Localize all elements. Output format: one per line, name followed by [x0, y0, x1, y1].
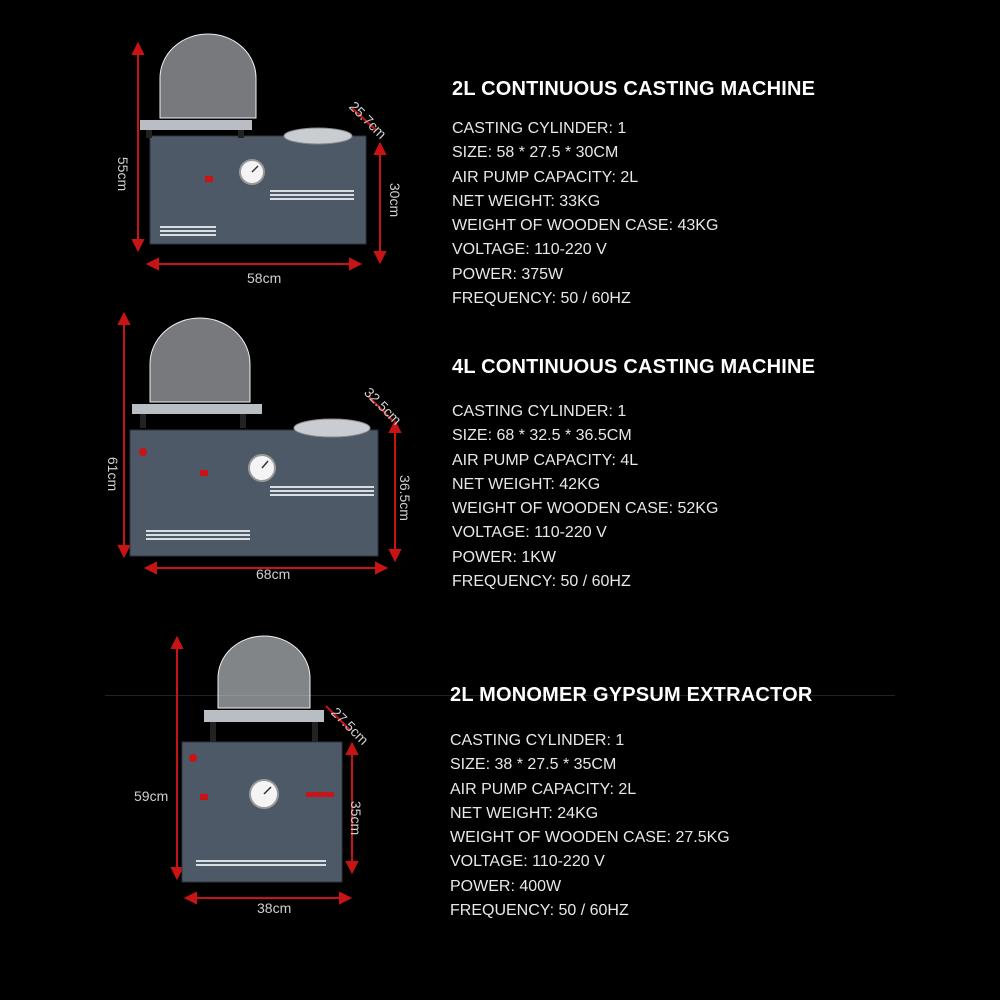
- casting-machine-2l-image: [131, 33, 387, 271]
- spec-list: CASTING CYLINDER: 1 SIZE: 58 * 27.5 * 30…: [452, 117, 718, 311]
- spec-casting-cylinder: CASTING CYLINDER: 1: [452, 120, 627, 137]
- spec-net-weight: NET WEIGHT: 24KG: [450, 804, 599, 822]
- product-2l-casting: 55cm 25.7cm 30cm 58cm 2L CONTINUOUS CAST…: [0, 0, 1000, 320]
- width-dimension-label: 58cm: [247, 270, 282, 286]
- spec-air-pump: AIR PUMP CAPACITY: 4L: [452, 451, 639, 469]
- spec-net-weight: NET WEIGHT: 42KG: [452, 475, 601, 493]
- spec-case-weight: WEIGHT OF WOODEN CASE: 52KG: [452, 500, 719, 518]
- spec-size: SIZE: 68 * 32.5 * 36.5CM: [452, 427, 632, 445]
- width-dimension-label: 38cm: [257, 900, 292, 916]
- spec-list: CASTING CYLINDER: 1 SIZE: 68 * 32.5 * 36…: [452, 400, 718, 594]
- spec-voltage: VOLTAGE: 110-220 V: [450, 853, 605, 871]
- height-dimension-label: 61cm: [105, 456, 122, 492]
- side-dimension-label: 30cm: [387, 182, 404, 218]
- spec-voltage: VOLTAGE: 110-220 V: [452, 524, 607, 542]
- gypsum-extractor-2l-image: [170, 635, 359, 905]
- height-dimension-label: 59cm: [134, 788, 169, 804]
- side-dimension-label: 35cm: [348, 800, 365, 836]
- spec-size: SIZE: 38 * 27.5 * 35CM: [450, 756, 617, 774]
- spec-net-weight: NET WEIGHT: 33KG: [452, 192, 601, 210]
- product-title: 2L CONTINUOUS CASTING MACHINE: [452, 78, 816, 100]
- spec-list: CASTING CYLINDER: 1 SIZE: 38 * 27.5 * 35…: [450, 729, 730, 923]
- product-title: 4L CONTINUOUS CASTING MACHINE: [452, 356, 816, 378]
- spec-case-weight: WEIGHT OF WOODEN CASE: 27.5KG: [450, 829, 730, 847]
- spec-air-pump: AIR PUMP CAPACITY: 2L: [450, 780, 637, 798]
- section-divider: [105, 695, 895, 696]
- spec-frequency: FREQUENCY: 50 / 60HZ: [450, 902, 629, 920]
- spec-casting-cylinder: CASTING CYLINDER: 1: [452, 403, 627, 420]
- spec-size: SIZE: 58 * 27.5 * 30CM: [452, 144, 619, 162]
- product-4l-casting: 61cm 32.5cm 36.5cm 68cm 4L CONTINUOUS CA…: [0, 300, 1000, 610]
- spec-frequency: FREQUENCY: 50 / 60HZ: [452, 573, 631, 591]
- spec-power: POWER: 1KW: [452, 548, 557, 566]
- height-dimension-label: 55cm: [115, 156, 132, 192]
- spec-frequency: FREQUENCY: 50 / 60HZ: [452, 290, 631, 308]
- spec-case-weight: WEIGHT OF WOODEN CASE: 43KG: [452, 217, 719, 235]
- spec-casting-cylinder: CASTING CYLINDER: 1: [450, 732, 625, 749]
- spec-power: POWER: 375W: [452, 265, 564, 283]
- spec-power: POWER: 400W: [450, 877, 562, 895]
- spec-voltage: VOLTAGE: 110-220 V: [452, 241, 607, 259]
- side-dimension-label: 36.5cm: [396, 475, 413, 521]
- spec-air-pump: AIR PUMP CAPACITY: 2L: [452, 168, 639, 186]
- product-2l-gypsum-extractor: 59cm 27.5cm 35cm 38cm 2L MONOMER GYPSUM …: [0, 620, 1000, 1000]
- casting-machine-4l-image: [117, 311, 402, 575]
- product-title: 2L MONOMER GYPSUM EXTRACTOR: [450, 684, 813, 706]
- width-dimension-label: 68cm: [256, 566, 291, 582]
